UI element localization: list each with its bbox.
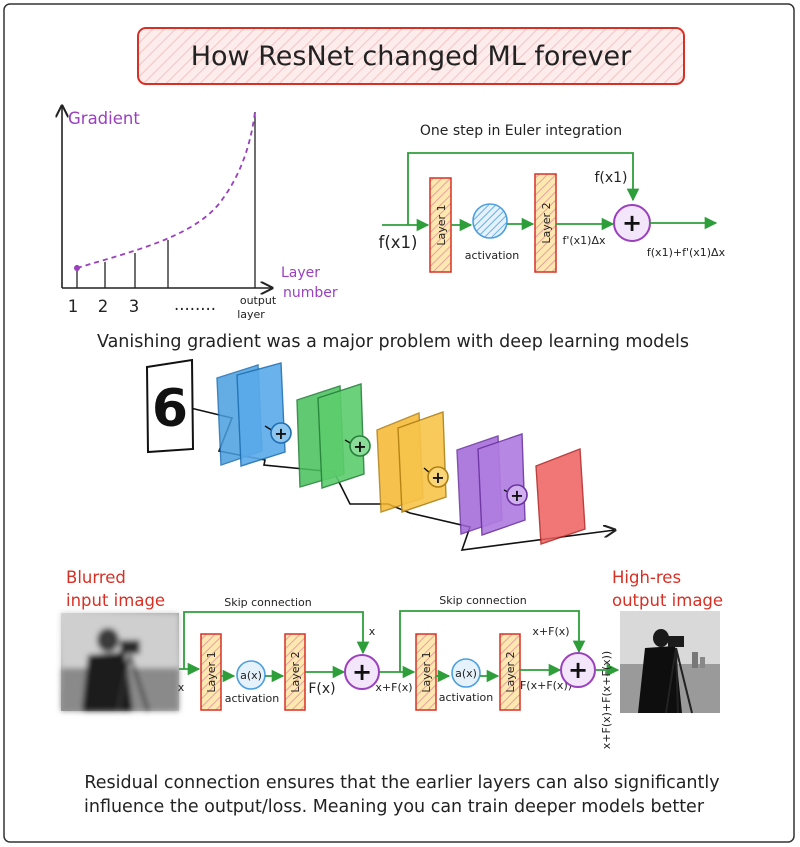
sum-1-plus-icon: +	[352, 658, 372, 686]
resnet-activation-node-1	[236, 660, 266, 690]
title: How ResNet changed ML forever	[191, 41, 632, 72]
blurred-label-1: Blurred	[66, 568, 126, 587]
resnet-act-1-label: activation	[225, 692, 280, 705]
resnet-layer-1a-label: Layer 1	[205, 651, 218, 692]
euler-title: One step in Euler integration	[420, 123, 622, 139]
euler-layer-2	[534, 173, 557, 273]
title-box: How ResNet changed ML forever	[137, 27, 685, 85]
skip-connection-1-label: Skip connection	[224, 596, 312, 609]
fx-label: F(x)	[308, 681, 335, 697]
resnet-layer-2b-label: Layer 2	[504, 651, 517, 692]
euler-diagram: One step in Euler integration f(x1) Laye…	[379, 123, 726, 273]
plus-icon: +	[353, 437, 366, 456]
euler-output-label: f(x1)+f'(x1)Δx	[647, 246, 726, 259]
euler-layer-1-label: Layer 1	[435, 204, 448, 245]
tick-3: 3	[129, 297, 140, 316]
highres-output-image	[620, 611, 720, 714]
cnn-plus-node-3: +	[423, 466, 449, 488]
outer-frame	[3, 3, 795, 843]
digit-card	[145, 358, 195, 454]
gradient-x-label-1: Layer	[281, 265, 320, 281]
feature-map-green-2	[317, 383, 365, 489]
blurred-input-image	[61, 613, 179, 712]
resnet-layer-2a-label: Layer 2	[289, 651, 302, 692]
cnn-plus-node-2: +	[344, 435, 371, 457]
resnet-diagram-block: Blurred input image High-res output imag…	[61, 568, 723, 749]
resnet-layer-1b-label: Layer 1	[420, 651, 433, 692]
conclusion-line-1: Residual connection ensures that the ear…	[84, 773, 719, 793]
resnet-act-2-label: activation	[439, 691, 494, 704]
feature-map-purple-2	[477, 433, 526, 536]
euler-activation-node	[472, 203, 508, 239]
resnet-layer-2b	[499, 633, 521, 711]
euler-skip-label: f(x1)	[594, 170, 627, 186]
xfx-label: x+F(x)	[375, 681, 412, 694]
resnet-act-2: a(x)	[455, 667, 477, 680]
feature-map-yellow-2	[397, 411, 447, 513]
plus-icon: +	[431, 468, 444, 487]
gradient-y-label: Gradient	[68, 109, 140, 128]
feature-map-blue-2	[236, 362, 286, 467]
plus-icon: +	[510, 486, 523, 505]
gradient-chart: Gradient Layer number 1 2 3 ........ out…	[62, 106, 338, 321]
blurred-label-2: input image	[66, 591, 165, 610]
tick-dots: ........	[174, 295, 216, 314]
resnet-activation-node-2	[451, 658, 481, 688]
x-input-label: x	[178, 681, 185, 694]
tick-output: output	[240, 294, 277, 307]
tick-2: 2	[98, 297, 109, 316]
euler-delta-label: f'(x1)Δx	[562, 234, 606, 247]
gradient-curve	[76, 111, 256, 269]
skip-connection-2-label: Skip connection	[439, 594, 527, 607]
cnn-plus-node-4: +	[503, 484, 528, 506]
euler-activation-label: activation	[465, 249, 520, 262]
cnn-plus-node-1: +	[264, 422, 292, 444]
resnet-act-1: a(x)	[240, 669, 262, 682]
resnet-layer-1b	[415, 633, 437, 711]
fxfx-label: F(x+F(x))	[520, 679, 572, 692]
feature-map-output	[535, 448, 586, 545]
euler-layer-2-label: Layer 2	[540, 202, 553, 243]
vanishing-caption: Vanishing gradient was a major problem w…	[97, 332, 689, 352]
resnet-layer-1a	[200, 633, 222, 711]
x-skip-label: x	[369, 625, 376, 638]
final-output-label: x+F(x)+F(x+F(x))	[600, 651, 613, 749]
digit-6: 6	[152, 379, 188, 439]
tick-1: 1	[68, 297, 79, 316]
tick-layer: layer	[237, 308, 265, 321]
plus-icon: +	[274, 424, 287, 443]
euler-input-label: f(x1)	[379, 233, 418, 252]
euler-plus-icon: +	[622, 209, 642, 237]
cnn-stack: 6 + + +	[145, 358, 615, 551]
sum-2-plus-icon: +	[568, 656, 588, 684]
conclusion-line-2: influence the output/loss. Meaning you c…	[84, 797, 705, 817]
gradient-x-label-2: number	[283, 285, 338, 301]
highres-label-2: output image	[612, 591, 723, 610]
highres-label-1: High-res	[612, 568, 681, 587]
xfx-skip-label: x+F(x)	[532, 625, 569, 638]
